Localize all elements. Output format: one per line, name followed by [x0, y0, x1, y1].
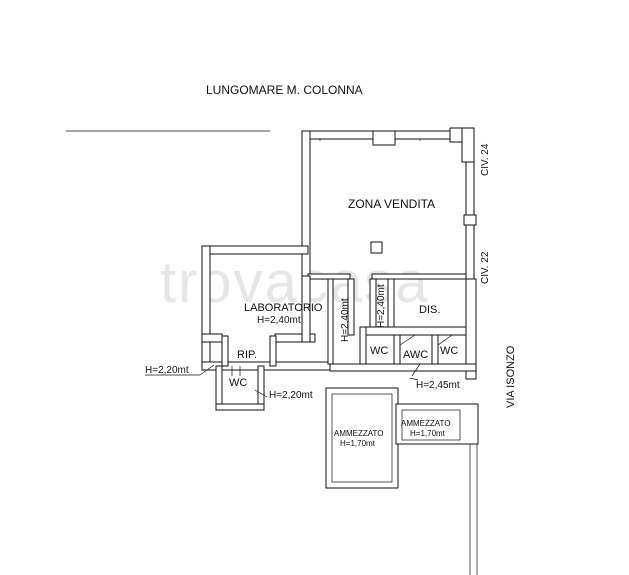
leader-left-220-b [199, 364, 215, 376]
room-height-ammezzato-1: H=1,70mt [340, 439, 376, 448]
height-label-vertical-2: H=2,40mt [376, 284, 387, 328]
room-label-wc-right: WC [440, 345, 458, 357]
room-label-ammezzato-1: AMMEZZATO [334, 429, 383, 438]
height-label-right-245: H=2,45mt [416, 380, 460, 391]
street-label-north: LUNGOMARE M. COLONNA [206, 83, 363, 97]
room-label-rip: RIP. [237, 349, 257, 361]
leader-wc-220 [254, 389, 268, 398]
service-block-walls [329, 278, 477, 380]
room-height-ammezzato-2: H=1,70mt [410, 429, 446, 438]
room-label-wc-mid: WC [370, 345, 388, 357]
street-label-east: VIA ISONZO [505, 345, 517, 408]
room-label-zona-vendita: ZONA VENDITA [348, 197, 435, 211]
civic-number-22: CIV. 22 [480, 251, 491, 284]
zona-vendita-walls [301, 127, 477, 280]
ammezzato-2-walls [395, 403, 479, 445]
laboratorio-walls [201, 245, 331, 371]
height-label-vertical-1: H=2,40mt [340, 298, 351, 342]
ammezzato-1-walls [325, 387, 399, 489]
room-label-wc-left: WC [229, 377, 247, 389]
height-label-wc-220: H=2,20mt [269, 390, 313, 401]
room-height-laboratorio: H=2,40mt [257, 315, 301, 326]
rip-wc-walls [215, 335, 277, 411]
leader-right-245 [409, 377, 419, 381]
room-label-awc: AWC [403, 349, 428, 361]
room-label-ammezzato-2: AMMEZZATO [401, 419, 450, 428]
room-label-laboratorio: LABORATORIO [244, 302, 323, 314]
civic-number-24: CIV. 24 [480, 143, 491, 176]
room-label-dis: DIS. [419, 304, 440, 316]
height-label-left-220: H=2,20mt [145, 365, 189, 376]
